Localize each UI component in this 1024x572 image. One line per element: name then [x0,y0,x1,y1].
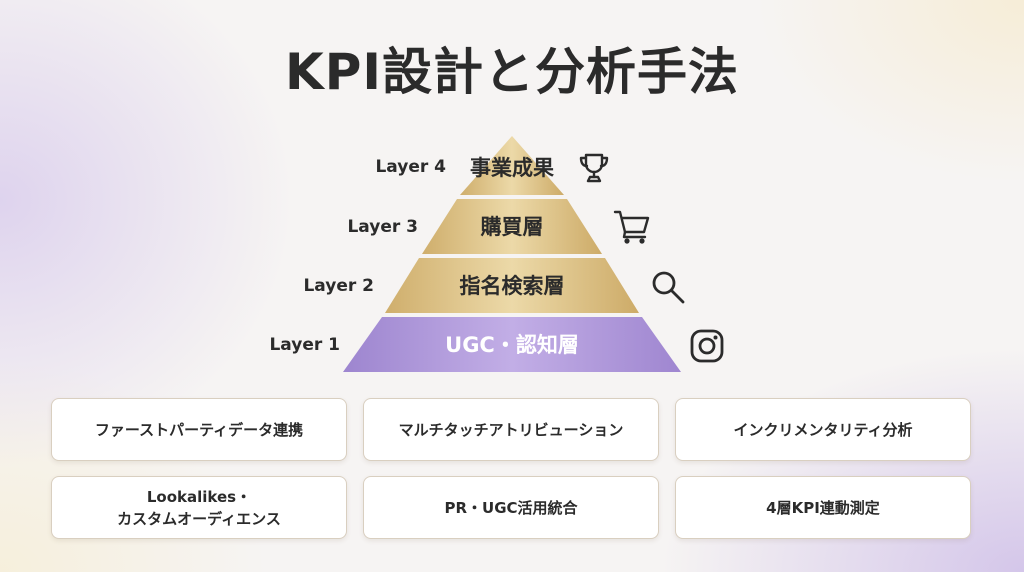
shopping-cart-icon [613,210,650,244]
card-text: マルチタッチアトリビューション [398,420,624,439]
layer-4-label: Layer 4 [375,157,446,177]
card-text: PR・UGC活用統合 [444,498,578,517]
pyramid-tier-2 [385,258,639,313]
tier-2-text: 指名検索層 [459,274,565,298]
method-card-multi-touch-attribution: マルチタッチアトリビューション [363,398,659,461]
trophy-icon [579,153,609,183]
search-icon [652,271,685,304]
page-title: KPI設計と分析手法 [285,43,739,101]
tier-1-text: UGC・認知層 [445,333,579,357]
method-card-pr-ugc: PR・UGC活用統合 [363,476,659,539]
card-text: ファーストパーティデータ連携 [94,420,304,439]
card-text-line1: Lookalikes・ [146,487,252,506]
method-card-incrementality: インクリメンタリティ分析 [675,398,971,461]
card-text: インクリメンタリティ分析 [733,420,913,439]
tier-4-text: 事業成果 [470,156,554,180]
pyramid-tier-3 [422,199,602,254]
layer-1-label: Layer 1 [269,335,340,355]
pyramid-tier-1 [343,317,681,372]
card-text: 4層KPI連動測定 [766,498,880,517]
method-card-4-layer-kpi: 4層KPI連動測定 [675,476,971,539]
pyramid-tier-4 [460,136,564,195]
method-card-lookalikes: Lookalikes・ カスタムオーディエンス [51,476,347,539]
layer-3-label: Layer 3 [347,217,418,237]
card-text-line2: カスタムオーディエンス [117,509,281,528]
instagram-icon [690,329,724,363]
method-card-first-party-data: ファーストパーティデータ連携 [51,398,347,461]
layer-2-label: Layer 2 [303,276,374,296]
tier-3-text: 購買層 [480,215,544,239]
